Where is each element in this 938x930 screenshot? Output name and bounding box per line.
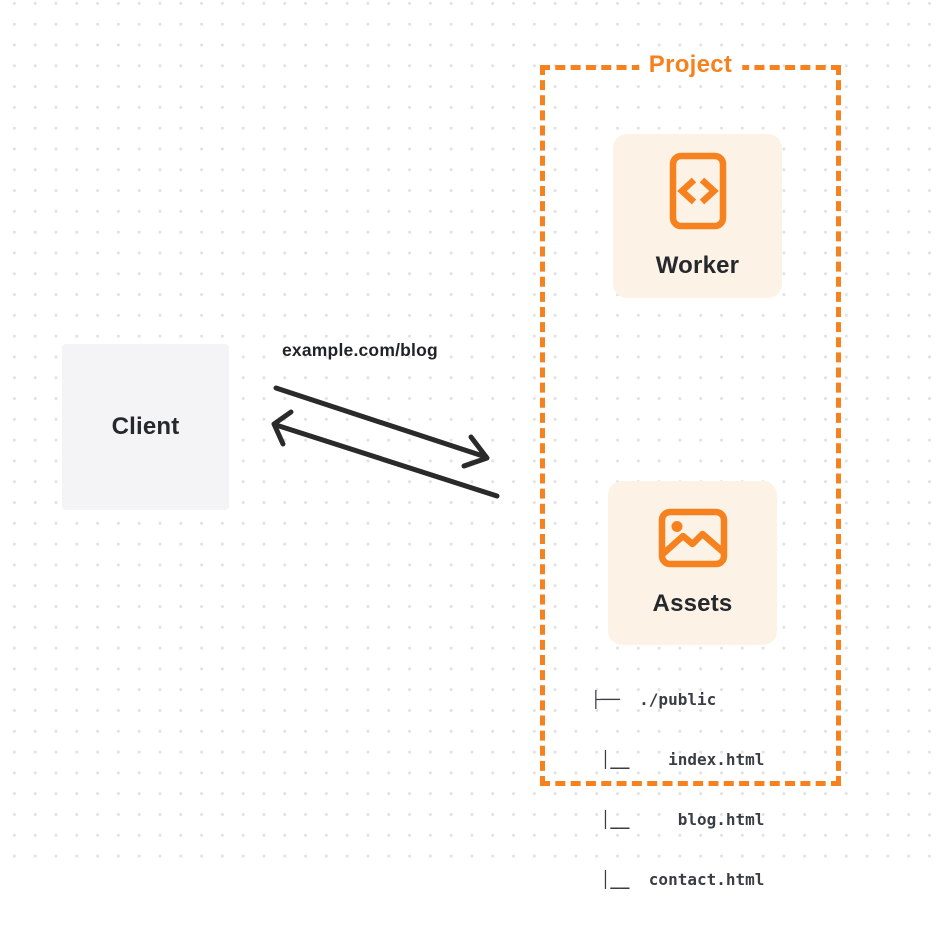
request-url-label: example.com/blog [282,340,438,360]
file-tree-line-contact: │__ contact.html [591,870,765,889]
assets-file-tree: ├── ./public │__ index.html │__ blog.htm… [591,650,764,930]
file-tree-line-blog: │__ blog.html [591,810,765,829]
client-label: Client [111,413,180,440]
assets-card: Assets [608,481,777,645]
assets-label: Assets [652,590,733,617]
file-tree-line-index: │__ index.html [591,750,765,769]
code-file-icon [669,152,727,230]
client-box: Client [62,344,229,510]
project-title: Project [638,51,743,79]
file-tree-line-public: ├── ./public [591,690,717,709]
project-box: Project Worker Assets ├── ./public │__ i… [540,51,841,889]
image-icon [658,508,728,568]
worker-label: Worker [655,252,740,279]
worker-card: Worker [613,134,782,298]
